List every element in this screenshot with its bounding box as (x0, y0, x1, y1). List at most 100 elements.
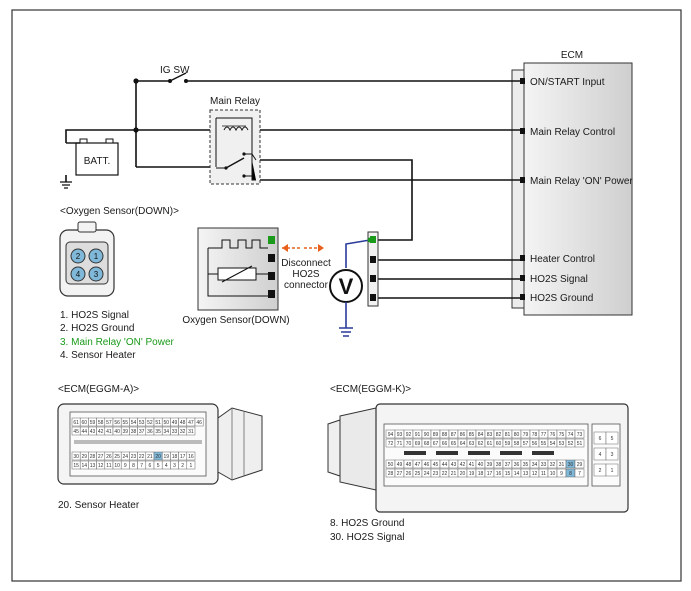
connector-pin-number: 13 (523, 471, 529, 477)
voltmeter-symbol: V (339, 274, 354, 299)
connector-pin-number: 81 (505, 432, 511, 438)
connector-pin-number: 18 (172, 454, 178, 460)
connector-pin-number: 75 (559, 432, 565, 438)
battery-label: BATT. (84, 156, 110, 167)
connector-pin-number: 32 (180, 429, 186, 435)
connector-pin-number: 21 (147, 454, 153, 460)
connector-pin-number: 6 (599, 436, 602, 442)
connector-pin-number: 30 (73, 454, 79, 460)
connector-pin-number: 1 (190, 463, 193, 469)
connector-pin-number: 70 (406, 441, 412, 447)
connector-pin-number: 49 (172, 420, 178, 426)
sensor-pin-1: 1 (94, 252, 99, 261)
connector-pin-number: 83 (487, 432, 493, 438)
connector-pin-number: 34 (532, 462, 538, 468)
connector-pin-number: 85 (469, 432, 475, 438)
connector-pin-number: 53 (139, 420, 145, 426)
connector-pin-number: 15 (73, 463, 79, 469)
connector-pin-number: 50 (388, 462, 394, 468)
ig-sw-label: IG SW (160, 65, 190, 76)
connector-pin-number: 88 (442, 432, 448, 438)
connector-pin-number: 7 (140, 463, 143, 469)
connector-pin-number: 69 (415, 441, 421, 447)
connector-pin-cell (194, 417, 204, 427)
ecm-k-title: <ECM(EGGM-K)> (330, 384, 411, 395)
connector-key-bar (468, 451, 490, 455)
connector-pin-number: 17 (487, 471, 493, 477)
connector-pin-cell (574, 438, 585, 448)
disconnect-line-1: Disconnect (281, 258, 331, 269)
connector-pin-number: 34 (164, 429, 170, 435)
connector-pin-cell (574, 468, 585, 478)
connector-pin-number: 87 (451, 432, 457, 438)
connector-pin-number: 51 (155, 420, 161, 426)
connector-pin-number: 14 (514, 471, 520, 477)
connector-pin-number: 6 (149, 463, 152, 469)
connector-pin-number: 38 (496, 462, 502, 468)
ecm-pin-ho2s-ground: HO2S Ground (530, 293, 593, 304)
connector-pin-number: 46 (424, 462, 430, 468)
oxygen-sensor-block: Oxygen Sensor(DOWN) (182, 227, 290, 326)
connector-pin-number: 31 (559, 462, 565, 468)
connector-pin-number: 2 (181, 463, 184, 469)
disconnect-line-2: HO2S (292, 269, 320, 280)
connector-pin-number: 33 (172, 429, 178, 435)
connector-pin-number: 29 (577, 462, 583, 468)
connector-pin-number: 12 (98, 463, 104, 469)
connector-pin-number: 67 (433, 441, 439, 447)
ecm-a-title: <ECM(EGGM-A)> (58, 384, 139, 395)
connector-pin-number: 84 (478, 432, 484, 438)
connector-pin-number: 64 (460, 441, 466, 447)
connector-pin-number: 60 (496, 441, 502, 447)
connector-pin-number: 28 (388, 471, 394, 477)
connector-pin-number: 20 (460, 471, 466, 477)
ig-switch: IG SW (160, 65, 190, 83)
connector-pin-number: 7 (578, 471, 581, 477)
connector-pin-cell (574, 429, 585, 439)
connector-pin-number: 86 (460, 432, 466, 438)
diagram-frame (11, 9, 682, 582)
ecm-pin-heater-control: Heater Control (530, 254, 595, 265)
connector-pin-number: 54 (550, 441, 556, 447)
connector-pin-number: 49 (397, 462, 403, 468)
main-relay: Main Relay (209, 96, 261, 185)
connector-pin-number: 40 (114, 429, 120, 435)
connector-pin-number: 91 (415, 432, 421, 438)
connector-pin-number: 2 (599, 468, 602, 474)
connector-pin-number: 37 (139, 429, 145, 435)
connector-pin-number: 14 (82, 463, 88, 469)
connector-pin-number: 28 (90, 454, 96, 460)
sensor-legend-1: 1. HO2S Signal (60, 310, 129, 321)
connector-pin-number: 24 (123, 454, 129, 460)
connector-pin-number: 22 (139, 454, 145, 460)
ecm-k-note-1: 8. HO2S Ground (330, 518, 404, 529)
connector-pin-number: 16 (188, 454, 194, 460)
ecm-pin-main-relay-control: Main Relay Control (530, 127, 615, 138)
connector-pin-number: 94 (388, 432, 394, 438)
connector-pin-number: 47 (188, 420, 194, 426)
connector-pin-number: 60 (82, 420, 88, 426)
connector-pin-number: 3 (611, 452, 614, 458)
connector-pin-number: 48 (406, 462, 412, 468)
main-relay-label: Main Relay (210, 96, 260, 107)
connector-pin-number: 24 (424, 471, 430, 477)
ecm-module: ECM ON/START Input Main Relay Control Ma… (511, 50, 633, 316)
connector-pin-cell (605, 431, 619, 445)
connector-key-bar (500, 451, 522, 455)
voltmeter: V (329, 237, 373, 337)
connector-pin-number: 45 (73, 429, 79, 435)
connector-pin-number: 30 (568, 462, 574, 468)
ecm-a-note: 20. Sensor Heater (58, 500, 140, 511)
connector-pin-number: 59 (90, 420, 96, 426)
connector-pin-number: 71 (397, 441, 403, 447)
connector-pin-number: 73 (577, 432, 583, 438)
connector-key-bar (404, 451, 426, 455)
connector-pin-number: 68 (424, 441, 430, 447)
connector-pin-number: 4 (165, 463, 168, 469)
connector-pin-number: 8 (569, 471, 572, 477)
connector-pin-number: 52 (568, 441, 574, 447)
